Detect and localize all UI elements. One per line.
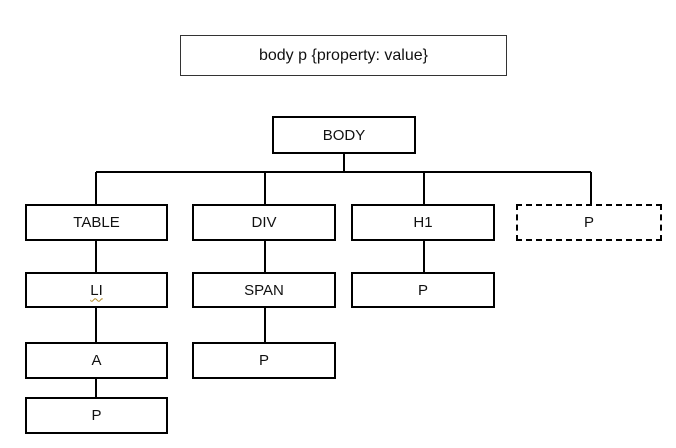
node-li-label: LI <box>90 281 103 299</box>
node-span-label: SPAN <box>244 281 284 299</box>
node-span: SPAN <box>192 272 336 308</box>
node-h1-p: P <box>351 272 495 308</box>
node-div: DIV <box>192 204 336 241</box>
node-table: TABLE <box>25 204 168 241</box>
node-a: A <box>25 342 168 379</box>
node-p-target-label: P <box>583 214 594 231</box>
node-a-p: P <box>25 397 168 434</box>
css-selector-box: body p {property: value} <box>180 35 507 76</box>
node-a-p-label: P <box>91 407 102 424</box>
node-table-label: TABLE <box>73 214 120 231</box>
node-body-label: BODY <box>322 126 366 144</box>
node-p-target: P <box>516 204 662 241</box>
node-body: BODY <box>272 116 416 154</box>
node-span-p: P <box>192 342 336 379</box>
node-div-label: DIV <box>251 214 277 231</box>
node-h1-label: H1 <box>413 214 433 231</box>
node-h1: H1 <box>351 204 495 241</box>
css-selector-text: body p {property: value} <box>258 46 428 64</box>
node-li: LI <box>25 272 168 308</box>
node-h1-p-label: P <box>417 281 428 299</box>
node-span-p-label: P <box>258 352 269 369</box>
node-a-label: A <box>91 352 102 369</box>
